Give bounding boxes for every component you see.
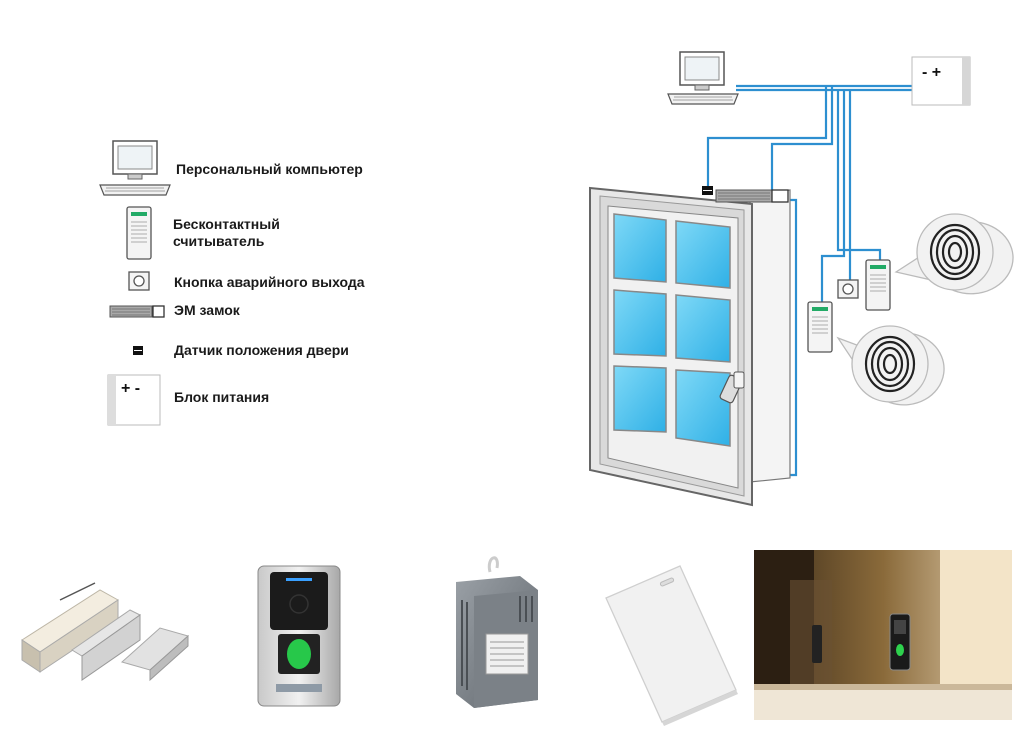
diagram-reader-outside-icon: [865, 259, 891, 311]
diagram-exit-button-icon: [837, 279, 859, 299]
legend-label-computer: Персональный компьютер: [176, 161, 363, 177]
legend-label-exit-button: Кнопка аварийного выхода: [174, 274, 365, 290]
fingerprint-icon: [929, 223, 981, 281]
legend-computer-icon: [99, 140, 171, 196]
diagram-em-lock-icon: [715, 189, 789, 203]
em-lock-photo: [21, 582, 190, 682]
diagram-computer-icon: [667, 51, 739, 105]
legend-power-supply-icon: + -: [107, 374, 161, 426]
diagram-door-sensor-icon: [702, 186, 713, 195]
fingerprint-reader-photo: [257, 565, 341, 707]
diagram-power-symbols: - +: [922, 64, 941, 81]
legend-reader-icon: [126, 206, 152, 260]
legend-label-door-sensor: Датчик положения двери: [174, 342, 349, 358]
fingerprint-icon: [864, 335, 916, 393]
fingerprint-callout-upper: [894, 213, 1014, 295]
legend-label-em-lock: ЭМ замок: [174, 302, 240, 318]
fingerprint-callout-lower: [836, 325, 945, 406]
legend-em-lock-icon: [109, 305, 165, 318]
diagram-power-supply-icon: - +: [911, 56, 971, 106]
door-handle-icon: [719, 371, 745, 404]
legend-door-sensor-icon: [133, 346, 143, 355]
door-frame: [749, 189, 791, 483]
proximity-card-photo: [605, 565, 738, 726]
door-window-panes: [613, 213, 731, 447]
legend-exit-button-icon: [128, 271, 150, 291]
legend-label-power-supply: Блок питания: [174, 389, 270, 405]
legend-label-reader: Бесконтактный считыватель: [173, 216, 280, 249]
diagram-reader-inside-icon: [807, 301, 833, 353]
power-supply-photo: [456, 556, 538, 708]
installed-reader-photo: [754, 550, 1012, 720]
legend-power-symbols: + -: [121, 380, 140, 397]
